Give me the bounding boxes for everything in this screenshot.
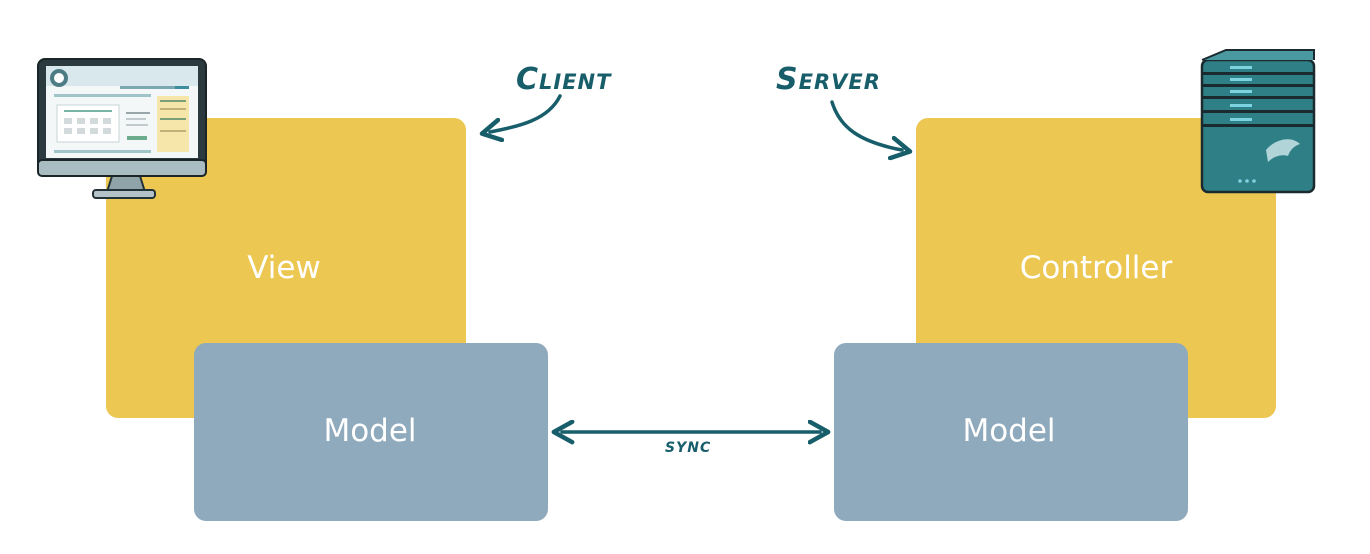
client-model-box: Model xyxy=(194,343,548,521)
server-tower-icon xyxy=(1200,49,1316,194)
desktop-monitor-icon xyxy=(37,58,207,199)
server-model-box: Model xyxy=(834,343,1188,521)
server-annotation: Server xyxy=(776,62,881,97)
view-label: View xyxy=(247,250,321,286)
server-model-label: Model xyxy=(962,413,1056,449)
server-arrow xyxy=(830,100,902,150)
client-model-label: Model xyxy=(323,413,417,449)
client-annotation: Client xyxy=(516,62,612,97)
client-arrow xyxy=(490,94,562,132)
controller-label: Controller xyxy=(1019,250,1173,286)
